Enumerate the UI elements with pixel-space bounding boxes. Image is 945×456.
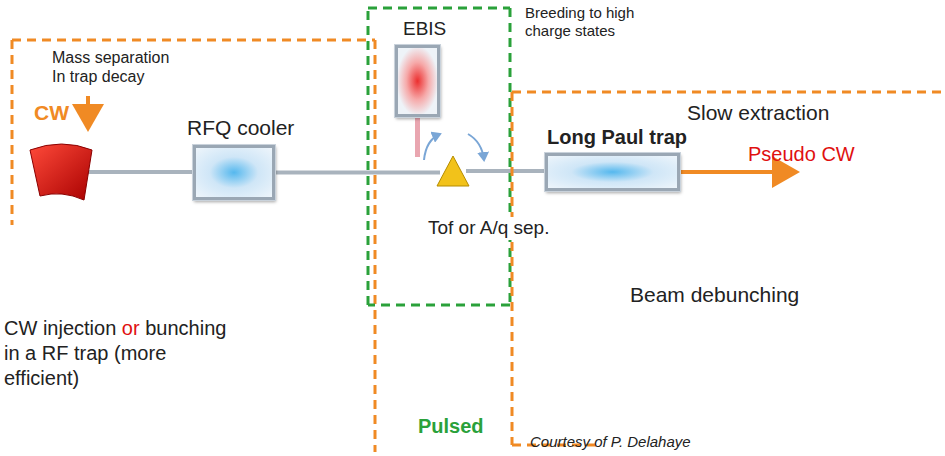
credit-note: Courtesy of P. Delahaye: [530, 433, 691, 452]
stage-region: Slow extractionBeam debunching Long Paul …: [512, 92, 945, 445]
region-note: Beam debunching: [630, 282, 799, 307]
injection-note: CW injection: [4, 317, 116, 339]
device-box: [395, 45, 440, 117]
device-label: Tof or A/q sep.: [426, 217, 551, 240]
region-outline: [368, 304, 510, 307]
switch-triangle: [436, 155, 470, 187]
switch-triangle: [437, 156, 469, 186]
region-note: Slow extraction: [687, 100, 829, 125]
device-label: EBIS: [403, 18, 446, 41]
beam-line: [466, 169, 549, 173]
bending-magnet: [30, 144, 92, 200]
region-outline: [368, 7, 510, 10]
switch-arrow: [424, 134, 440, 160]
region-outline: [367, 8, 370, 305]
region-outline: [374, 40, 377, 452]
region-outline: [12, 39, 375, 42]
injection-note: or: [122, 317, 140, 339]
stage-region: Breeding to high charge statesEBISTof or…: [368, 8, 510, 305]
switch-arrow: [468, 134, 484, 160]
device-node: EBIS: [395, 45, 440, 117]
region-outline: [512, 91, 945, 94]
stage-region: Mass separation In trap decayCW RFQ coole…: [12, 40, 375, 452]
output-label: Pseudo CW: [748, 142, 855, 167]
region-outline: [11, 40, 14, 225]
device-node: Long Paul trap: [545, 153, 680, 191]
injection-arrow: [86, 96, 90, 128]
region-note: Breeding to high charge states: [525, 4, 635, 40]
output-arrow: [681, 170, 796, 174]
separator-node: Tof or A/q sep.: [436, 155, 470, 187]
region-outline: [511, 92, 514, 445]
mode-label: Pulsed: [418, 414, 484, 439]
region-note: CW: [34, 100, 69, 125]
device-box: [193, 145, 275, 200]
device-node: RFQ cooler: [193, 145, 275, 200]
device-label: RFQ cooler: [187, 115, 294, 140]
note-group: CW injectionorbunching in a RF trap (mor…: [4, 316, 229, 391]
beam-line: [415, 117, 420, 157]
device-label: Long Paul trap: [547, 125, 687, 149]
beam-pipe: [80, 170, 194, 174]
device-box: [545, 153, 680, 191]
region-note: Mass separation In trap decay: [52, 48, 187, 86]
beam-line: [275, 171, 440, 175]
